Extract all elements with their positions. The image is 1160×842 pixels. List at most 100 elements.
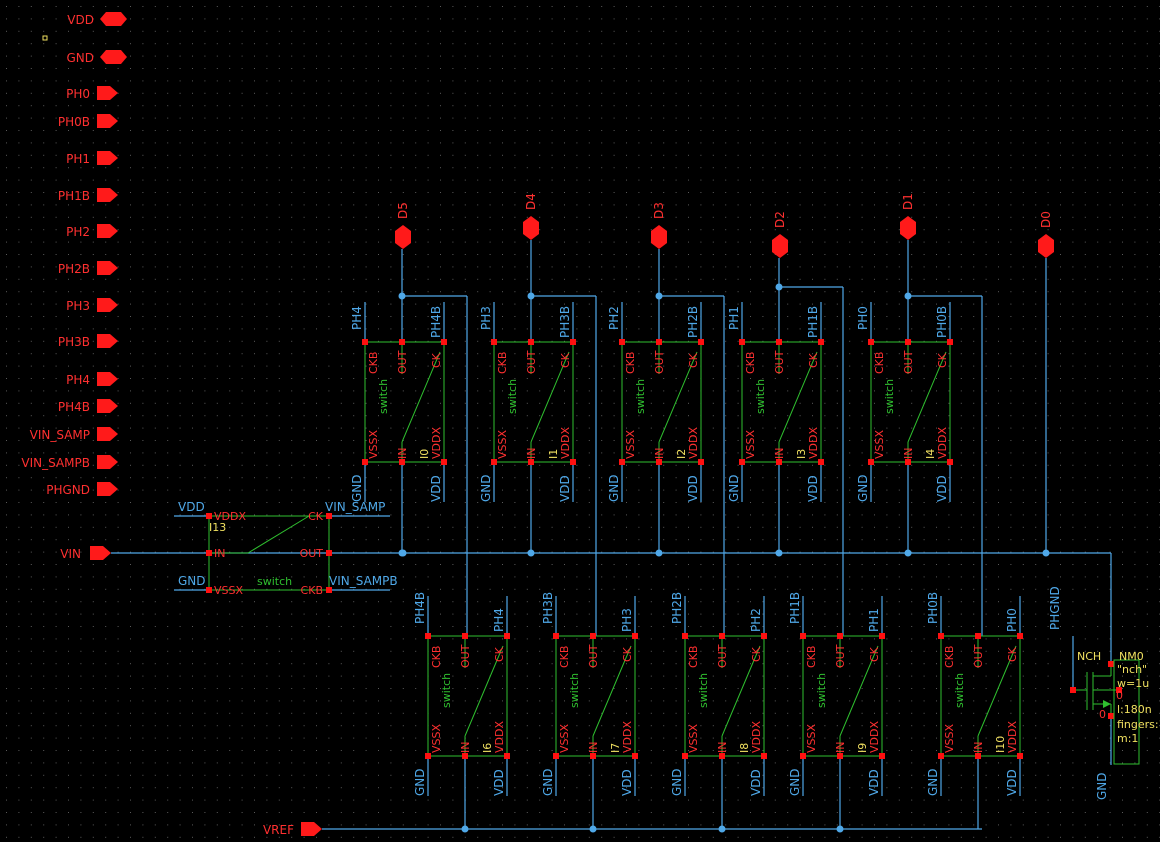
grid-dot (179, 440, 181, 441)
grid-dot (886, 154, 888, 156)
grid-dot (688, 675, 689, 677)
grid-dot (316, 340, 317, 342)
grid-dot (539, 601, 541, 603)
grid-dot (700, 613, 702, 615)
grid-dot (353, 464, 355, 466)
grid-dot (712, 836, 714, 838)
grid-dot (43, 154, 45, 156)
grid-dot (415, 92, 417, 94)
grid-dot (154, 588, 156, 590)
grid-dot (626, 229, 627, 231)
grid-dot (278, 812, 280, 813)
grid-dot (18, 204, 20, 206)
grid-dot (700, 551, 702, 553)
grid-dot (92, 204, 94, 206)
grid-dot (824, 216, 826, 218)
grid-dot (812, 328, 813, 330)
grid-dot (192, 142, 193, 144)
grid-dot (142, 6, 144, 7)
grid-dot (861, 750, 863, 751)
grid-dot (774, 278, 776, 280)
grid-dot (266, 378, 268, 379)
grid-dot (365, 278, 367, 280)
grid-dot (774, 464, 776, 466)
grid-dot (812, 836, 813, 838)
grid-dot (179, 725, 181, 727)
grid-dot (588, 328, 590, 330)
grid-dot (774, 675, 776, 677)
grid-dot (278, 762, 280, 764)
grid-dot (576, 489, 578, 491)
grid-dot (365, 55, 367, 57)
grid-dot (154, 551, 156, 553)
grid-dot (6, 353, 7, 355)
grid-dot (849, 799, 851, 801)
grid-dot (812, 80, 813, 82)
grid-dot (663, 824, 665, 826)
grid-dot (43, 440, 45, 441)
grid-dot (464, 316, 466, 317)
grid-dot (142, 564, 144, 565)
grid-dot (365, 836, 367, 838)
grid-dot (725, 824, 727, 826)
grid-dot (762, 179, 764, 181)
grid-dot (626, 514, 627, 516)
grid-dot (291, 688, 293, 689)
grid-dot (688, 440, 689, 441)
grid-dot (799, 799, 801, 801)
grid-dot (539, 502, 541, 503)
grid-dot (539, 266, 541, 268)
grid-dot (18, 737, 20, 739)
grid-dot (353, 278, 355, 280)
grid-dot (477, 526, 479, 528)
grid-dot (898, 167, 900, 169)
grid-dot (762, 725, 764, 727)
grid-dot (551, 663, 553, 665)
grid-dot (762, 192, 764, 193)
grid-dot (154, 700, 156, 702)
grid-dot (92, 216, 94, 218)
grid-dot (774, 688, 776, 689)
grid-dot (402, 427, 404, 429)
grid-dot (167, 105, 169, 107)
grid-dot (725, 812, 727, 813)
grid-dot (725, 130, 727, 131)
grid-dot (452, 216, 454, 218)
grid-dot (477, 539, 479, 541)
grid-dot (254, 68, 255, 69)
grid-dot (725, 502, 727, 503)
grid-dot (55, 675, 57, 677)
grid-dot (514, 576, 516, 578)
grid-dot (192, 291, 193, 293)
grid-dot (514, 353, 516, 355)
grid-dot (80, 291, 82, 293)
grid-dot (179, 601, 181, 603)
grid-dot (130, 192, 131, 193)
grid-dot (799, 92, 801, 94)
grid-dot (55, 365, 57, 367)
grid-dot (278, 725, 280, 727)
grid-dot (427, 526, 429, 528)
grid-dot (353, 316, 355, 317)
grid-dot (539, 340, 541, 342)
grid-dot (92, 799, 94, 801)
grid-dot (564, 390, 565, 392)
grid-dot (402, 663, 404, 665)
grid-dot (613, 452, 615, 454)
grid-dot (576, 167, 578, 169)
grid-dot (18, 588, 20, 590)
grid-dot (30, 179, 32, 181)
grid-dot (43, 92, 45, 94)
grid-dot (824, 799, 826, 801)
grid-dot (812, 192, 813, 193)
grid-dot (55, 514, 57, 516)
grid-dot (812, 340, 813, 342)
grid-dot (303, 130, 305, 131)
grid-dot (6, 105, 7, 107)
grid-dot (861, 378, 863, 379)
grid-dot (291, 167, 293, 169)
grid-dot (92, 638, 94, 640)
grid-dot (464, 564, 466, 565)
